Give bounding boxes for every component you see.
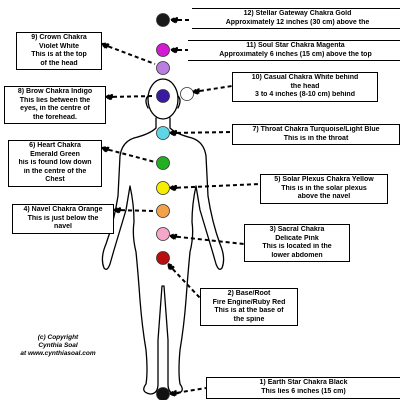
label-line: Emerald Green: [30, 150, 80, 158]
label-line: Approximately 12 inches (30 cm) above th…: [225, 18, 370, 26]
ear-right: [177, 95, 181, 109]
connector-base-root: [167, 263, 201, 299]
label-line: This lies between the: [19, 96, 91, 104]
arrowhead-earth-star: [167, 388, 178, 398]
connector-solar-plexus: [169, 183, 261, 189]
label-line: 2) Base/Root: [227, 290, 271, 297]
label-line: 10) Casual Chakra White behind: [251, 74, 359, 81]
label-navel: 4) Navel Chakra Orange This is just belo…: [12, 204, 114, 234]
arrowhead-solar-plexus: [167, 183, 178, 193]
label-line: 1) Earth Star Chakra Black: [259, 379, 348, 386]
connector-throat: [169, 131, 233, 134]
connector-earth-star: [169, 387, 207, 395]
label-line: the forehead.: [33, 113, 77, 121]
label-base-root: 2) Base/Root Fire Engine/Ruby Red This i…: [200, 288, 298, 326]
label-line: Approximately 6 inches (15 cm) above the…: [219, 50, 372, 58]
arrowhead-soul-star: [168, 45, 178, 55]
connector-sacral: [169, 235, 245, 245]
label-line: This is at the top: [31, 51, 87, 58]
label-heart: 6) Heart Chakra Emerald Green his is fou…: [8, 140, 102, 187]
label-sacral: 3) Sacral Chakra Delicate Pink This is l…: [244, 224, 350, 262]
label-line: Fire Engine/Ruby Red: [212, 298, 286, 306]
label-line: This is at the base of: [214, 307, 284, 314]
label-line: This is just below the: [27, 214, 99, 222]
arrowhead-brow: [103, 92, 114, 102]
label-line: This is in the solar plexus: [281, 184, 367, 192]
connectors: [99, 15, 261, 398]
chakra-dot-casual: [180, 87, 194, 101]
copyright-line: at www.cynthiasoal.com: [20, 350, 96, 357]
human-body-outline: [101, 78, 225, 395]
label-solar-plexus: 5) Solar Plexus Chakra Yellow This is in…: [260, 174, 388, 204]
connector-crown: [101, 43, 156, 65]
label-crown: 9) Crown Chakra Violet White This is at …: [16, 32, 102, 70]
arrowhead-sacral: [167, 232, 178, 242]
label-line: lower abdomen: [271, 251, 323, 259]
label-line: the head: [290, 82, 320, 90]
arrowhead-throat: [167, 128, 178, 138]
arrowhead-crown: [99, 42, 111, 51]
copyright-line: (c) Copyright: [37, 334, 79, 341]
chakra-dot-soul-star: [156, 43, 170, 57]
arrowhead-stellar-gateway: [168, 15, 178, 25]
body-silhouette: [101, 117, 225, 395]
label-line: the spine: [233, 315, 265, 323]
label-line: Chest: [45, 176, 65, 183]
label-line: Delicate Pink: [275, 234, 319, 242]
arrowhead-heart: [99, 145, 110, 155]
chakra-dot-crown: [156, 61, 170, 75]
label-earth-star: 1) Earth Star Chakra Black This lies 6 i…: [206, 377, 400, 399]
label-line: This is located in the: [262, 243, 332, 250]
chakra-dot-throat: [156, 126, 170, 140]
arrowhead-casual: [190, 86, 201, 96]
chakra-dot-heart: [156, 156, 170, 170]
label-throat: 7) Throat Chakra Turquoise/Light Blue Th…: [232, 124, 400, 145]
label-line: 8) Brow Chakra Indigo: [17, 88, 93, 95]
arrowhead-navel: [111, 205, 122, 215]
label-line: This is in the throat: [283, 134, 349, 142]
label-line: 9) Crown Chakra: [31, 34, 87, 41]
label-line: 4) Navel Chakra Orange: [23, 206, 103, 213]
label-soul-star: 11) Soul Star Chakra Magenta Approximate…: [188, 40, 400, 61]
head-outline: [147, 78, 179, 120]
label-line: above the navel: [297, 193, 351, 200]
label-line: 3 to 4 inches (8-10 cm) behind: [255, 91, 355, 98]
label-line: 3) Sacral Chakra: [269, 226, 325, 233]
label-line: This lies 6 inches (15 cm): [261, 387, 346, 395]
chakra-dot-brow: [156, 89, 170, 103]
chakra-dot-stellar-gateway: [156, 13, 170, 27]
label-line: 6) Heart Chakra: [29, 142, 81, 149]
label-line: of the head: [40, 59, 78, 67]
label-casual: 10) Casual Chakra White behind the head …: [232, 72, 378, 102]
ear-left: [145, 95, 149, 109]
label-line: in the centre of the: [23, 167, 87, 175]
label-line: 5) Solar Plexus Chakra Yellow: [274, 176, 374, 183]
label-line: Violet White: [39, 42, 79, 50]
chakra-dot-earth-star: [156, 387, 170, 400]
copyright-line: Cynthia Soal: [38, 342, 78, 349]
label-line: eyes, in the centre of: [20, 105, 90, 112]
chakra-dot-base-root: [156, 251, 170, 265]
label-line: 11) Soul Star Chakra Magenta: [246, 42, 345, 49]
label-line: navel: [54, 223, 72, 230]
chakra-dots: [156, 13, 194, 400]
chakra-dot-navel: [156, 204, 170, 218]
label-line: 7) Throat Chakra Turquoise/Light Blue: [252, 126, 380, 133]
label-line: his is found low down: [18, 159, 92, 166]
copyright-note: (c) Copyright Cynthia Soal at www.cynthi…: [14, 334, 102, 358]
chakra-dot-solar-plexus: [156, 181, 170, 195]
label-line: 12) Stellar Gateway Chakra Gold: [243, 10, 352, 17]
connector-brow: [105, 95, 156, 98]
label-stellar-gateway: 12) Stellar Gateway Chakra Gold Approxim…: [192, 8, 400, 29]
label-brow: 8) Brow Chakra Indigo This lies between …: [4, 86, 106, 124]
connector-heart: [101, 147, 156, 163]
chakra-dot-sacral: [156, 227, 170, 241]
arrowhead-base-root: [166, 262, 177, 273]
